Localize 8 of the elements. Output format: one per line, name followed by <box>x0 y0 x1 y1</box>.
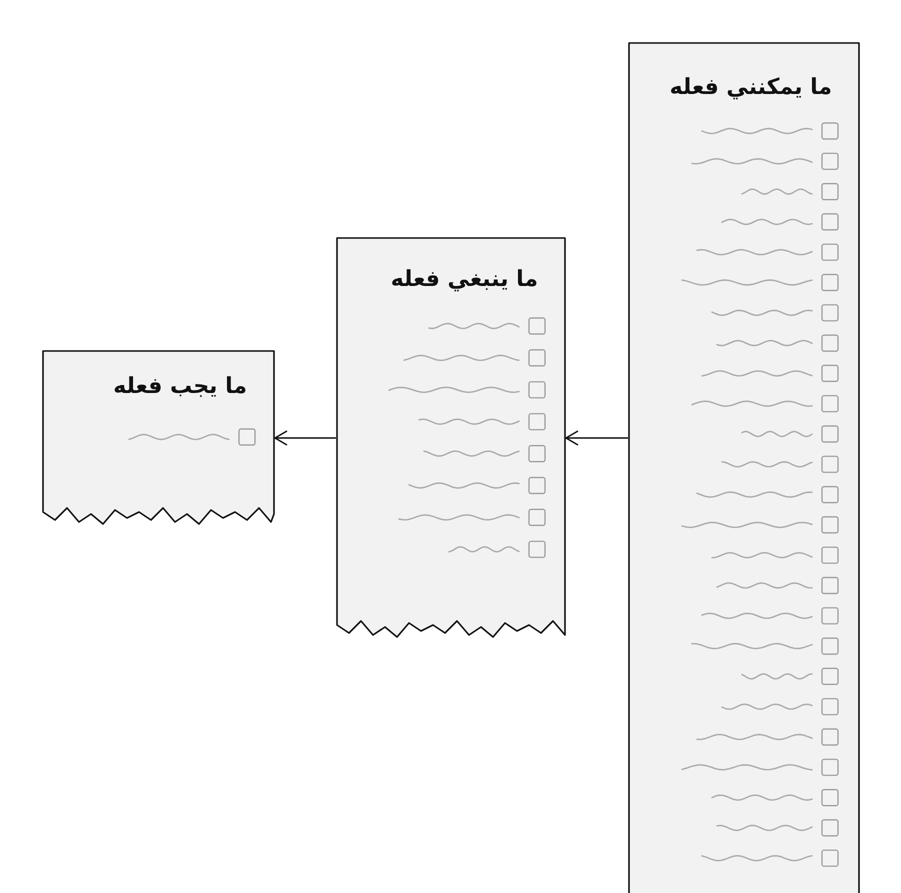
sheet-title: ما ينبغي فعله <box>390 266 538 294</box>
arrow <box>565 430 628 446</box>
paper-sheet <box>42 350 275 526</box>
sheet-title: ما يجب فعله <box>113 373 247 401</box>
paper-sheet <box>336 237 566 639</box>
arrow <box>274 430 336 446</box>
sheet-title: ما يمكنني فعله <box>670 74 832 102</box>
paper-sheet <box>628 42 860 893</box>
